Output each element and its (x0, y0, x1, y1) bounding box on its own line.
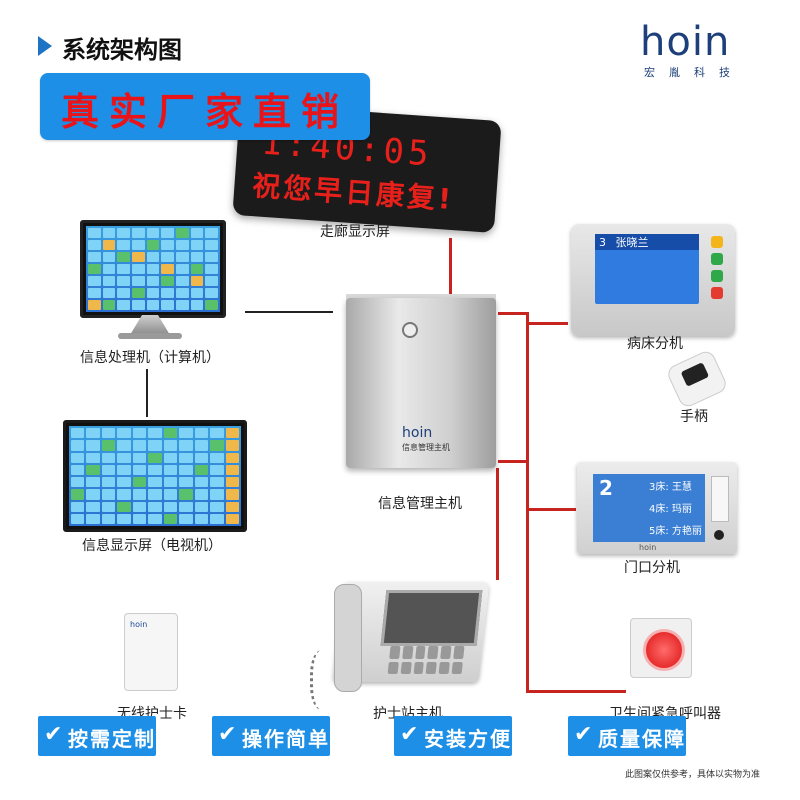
badge-quality-text: 质量保障 (598, 727, 686, 751)
promo-banner: 真实厂家直销 (40, 73, 370, 140)
bed-terminal-screen: 3 张晓兰 (595, 234, 699, 304)
door-terminal-screen: 2 3床: 王慧 4床: 玛丽 5床: 方艳丽 (593, 474, 705, 542)
badge-quality: ✔ 质量保障 (568, 716, 686, 756)
branch-bed (526, 322, 568, 325)
line-pc-to-tv (146, 369, 148, 417)
pc-monitor-stand (130, 315, 170, 335)
branch-toilet (526, 690, 626, 693)
label-info-processor: 信息处理机（计算机） (80, 350, 220, 366)
door-bed-row-1: 3床: 王慧 (649, 482, 692, 493)
bed-terminal-header: 3 张晓兰 (595, 234, 699, 250)
label-info-display: 信息显示屏（电视机） (82, 538, 222, 554)
phone-screen (380, 590, 483, 646)
label-handle: 手柄 (680, 409, 708, 425)
tv-display (63, 420, 247, 532)
bus-host-stub-2 (498, 460, 528, 463)
bed-number: 3 (599, 236, 606, 249)
check-icon: ✔ (574, 722, 593, 747)
door-bed-row-3: 5床: 方艳丽 (649, 526, 702, 537)
server-logo-sub: 信息管理主机 (402, 443, 450, 452)
bed-terminal-buttons (711, 236, 725, 304)
label-bed-terminal: 病床分机 (627, 336, 683, 352)
check-icon: ✔ (44, 722, 63, 747)
label-corridor-screen: 走廊显示屏 (320, 224, 390, 240)
check-icon: ✔ (218, 722, 237, 747)
badge-custom: ✔ 按需定制 (38, 716, 156, 756)
bed-terminal: 3 张晓兰 (571, 224, 735, 336)
bed-patient-name: 张晓兰 (615, 236, 649, 249)
nurse-card (124, 613, 178, 691)
badge-easy-install-text: 安装方便 (424, 727, 512, 751)
power-button-icon (402, 322, 418, 338)
call-handle-icon (665, 348, 729, 410)
door-room-number: 2 (599, 476, 613, 500)
label-main-host: 信息管理主机 (378, 496, 462, 512)
pc-monitor-base (118, 333, 182, 339)
bus-host-stub-1 (498, 312, 528, 315)
door-bed-row-2: 4床: 玛丽 (649, 504, 692, 515)
badge-easy-operation-text: 操作简单 (242, 727, 330, 751)
bus-vertical-right (526, 312, 529, 692)
tv-screen-grid (69, 426, 241, 526)
toilet-emergency-call (630, 618, 692, 678)
line-pc-to-host (245, 311, 333, 313)
server-logo: hoin (402, 425, 433, 441)
line-host-to-phone (496, 468, 499, 580)
footnote: 此图案仅供参考，具体以实物为准 (624, 770, 760, 780)
info-management-host (346, 298, 496, 468)
brand-logo: hoin 宏胤科技 (640, 22, 765, 82)
promo-banner-text: 真实厂家直销 (60, 89, 349, 134)
line-led-to-host (449, 238, 452, 296)
title-marker-icon (38, 36, 52, 56)
phone-cord (310, 650, 339, 710)
pc-monitor (80, 220, 226, 318)
door-terminal-side-panel (711, 476, 729, 522)
logo-subtitle: 宏胤科技 (644, 66, 744, 79)
branch-door (526, 508, 576, 511)
badge-custom-text: 按需定制 (68, 727, 156, 751)
card-logo: hoin (130, 620, 148, 629)
logo-text: hoin (640, 19, 731, 65)
phone-receiver-icon (334, 584, 362, 692)
door-terminal-brand: hoin (639, 543, 657, 552)
pc-screen-grid (86, 226, 220, 312)
check-icon: ✔ (400, 722, 419, 747)
badge-easy-operation: ✔ 操作简单 (212, 716, 330, 756)
badge-easy-install: ✔ 安装方便 (394, 716, 512, 756)
label-door-terminal: 门口分机 (624, 560, 680, 576)
door-terminal: 2 3床: 王慧 4床: 玛丽 5床: 方艳丽 hoin (577, 462, 737, 554)
page-title: 系统架构图 (62, 36, 182, 64)
phone-keypad (387, 646, 465, 674)
emergency-button-icon (643, 629, 685, 671)
camera-lens-icon (714, 530, 724, 540)
